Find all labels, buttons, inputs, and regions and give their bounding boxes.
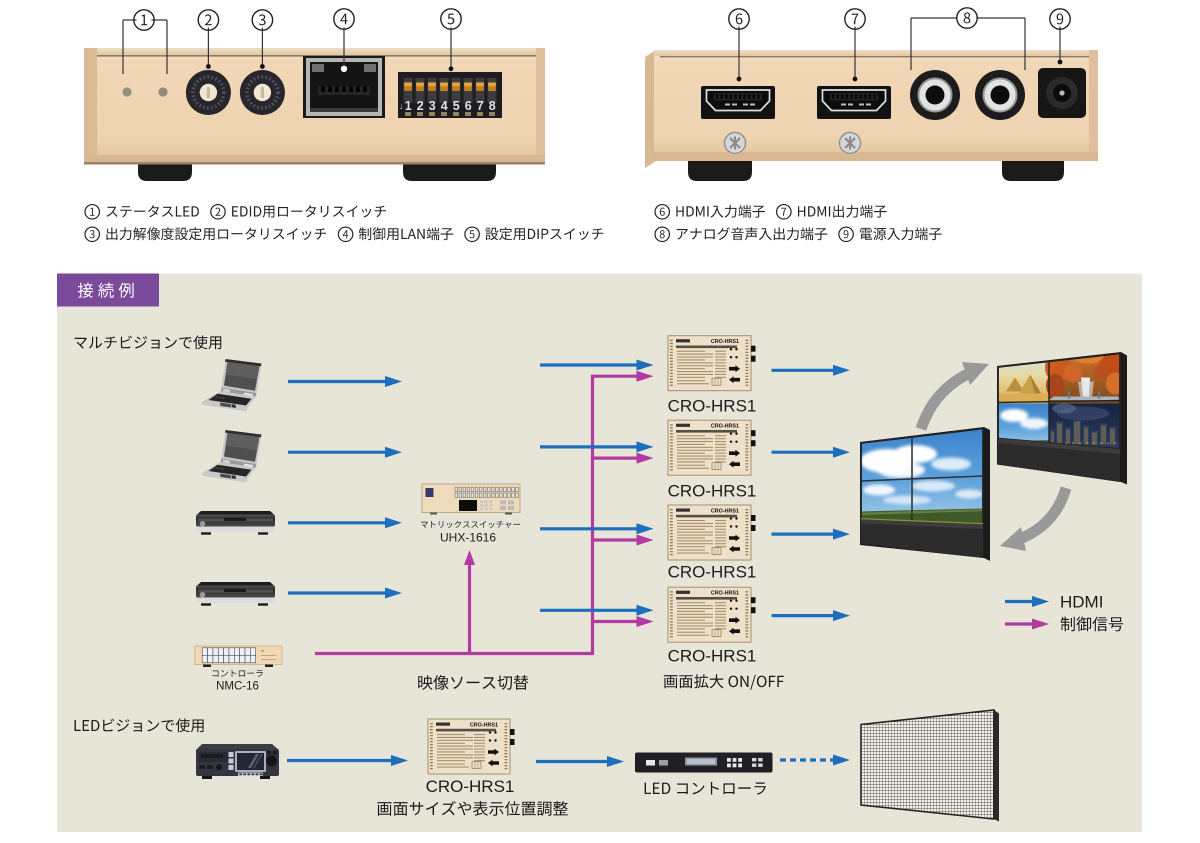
svg-text:2: 2 — [417, 99, 424, 113]
svg-text:CRO-HRS1: CRO-HRS1 — [711, 591, 739, 597]
svg-text:8: 8 — [489, 99, 496, 113]
svg-text:3: 3 — [429, 99, 436, 113]
svg-text:6: 6 — [465, 99, 472, 113]
svg-text:CRO-HRS1: CRO-HRS1 — [668, 481, 757, 500]
svg-text:CRO-HRS1: CRO-HRS1 — [470, 723, 498, 729]
svg-text:CRO-HRS1: CRO-HRS1 — [711, 424, 739, 430]
svg-text:UHX-1616: UHX-1616 — [440, 531, 496, 545]
svg-text:CRO-HRS1: CRO-HRS1 — [668, 563, 757, 582]
svg-text:↓: ↓ — [399, 101, 404, 111]
svg-text:NMC-16: NMC-16 — [216, 681, 259, 693]
svg-text:1: 1 — [405, 99, 412, 113]
svg-text:CRO-HRS1: CRO-HRS1 — [426, 777, 515, 796]
svg-text:CRO-HRS1: CRO-HRS1 — [668, 647, 757, 666]
svg-text:CRO-HRS1: CRO-HRS1 — [711, 339, 739, 345]
svg-text:4: 4 — [441, 99, 448, 113]
svg-text:7: 7 — [477, 99, 484, 113]
svg-text:CRO-HRS1: CRO-HRS1 — [668, 397, 757, 416]
svg-text:CRO-HRS1: CRO-HRS1 — [711, 509, 739, 515]
svg-text:5: 5 — [453, 99, 460, 113]
svg-text:HDMI: HDMI — [1060, 593, 1103, 612]
